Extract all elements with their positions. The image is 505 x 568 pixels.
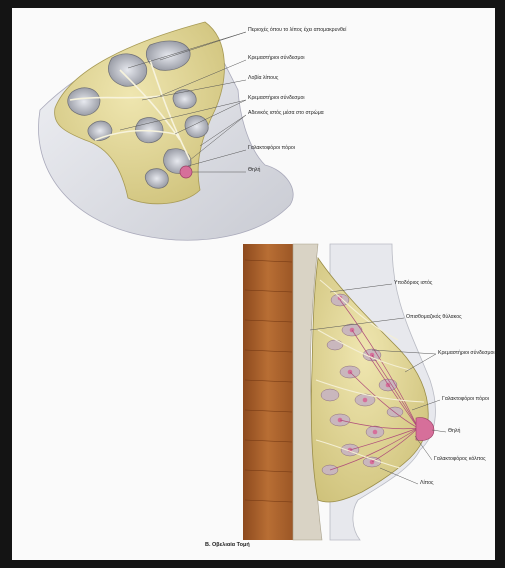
label-suspensory-ligaments-b: Κρεμαστήριοι σύνδεσμοι	[438, 351, 495, 356]
label-lactiferous-sinus: Γαλακτοφόρος κόλπος	[434, 457, 486, 462]
label-glandular-tissue: Αδενικός ιστός μέσα στο στρώμα	[248, 111, 324, 116]
label-lactiferous-ducts-b: Γαλακτοφόροι πόροι	[442, 397, 489, 402]
label-subcutaneous-tissue: Υποδόριος ιστός	[394, 281, 432, 286]
label-fat: Λίπος	[420, 481, 434, 486]
figure-caption: Β. Οβελιαία Τομή	[205, 542, 250, 548]
pectoral-muscle	[243, 244, 293, 540]
label-lactiferous-ducts-a: Γαλακτοφόροι πόροι	[248, 146, 295, 151]
label-fat-removed-areas: Περιοχές όπου το λίπος έχει απομακρυνθεί	[248, 28, 346, 33]
label-suspensory-ligaments-a2: Κρεμαστήριοι σύνδεσμοι	[248, 96, 305, 101]
label-nipple-a: Θηλή	[248, 168, 260, 173]
label-nipple-b: Θηλή	[448, 429, 460, 434]
label-suspensory-ligaments-a1: Κρεμαστήριοι σύνδεσμοι	[248, 56, 305, 61]
nipple-a	[180, 166, 192, 178]
label-retromammary-bursa: Οπισθομαζικός θύλακος	[406, 315, 462, 320]
label-fat-lobules: Λοβία λίπους	[248, 76, 278, 81]
